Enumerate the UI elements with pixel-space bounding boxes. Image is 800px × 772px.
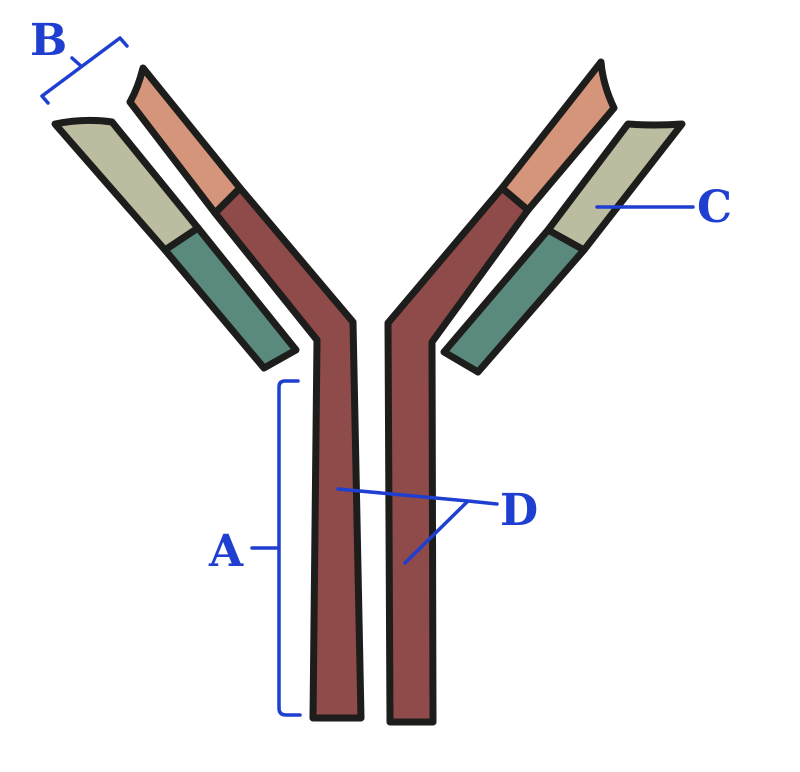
- light-chain-left: [51, 116, 300, 372]
- heavy-chain-right-constant: [384, 184, 532, 726]
- annotations: A B C D: [30, 15, 732, 717]
- label-a: A: [208, 526, 244, 577]
- heavy-chain-left: [126, 64, 365, 722]
- heavy-chain-right-variable: [498, 58, 618, 214]
- label-b-bracket: [40, 36, 129, 105]
- label-d-pointer: [336, 487, 499, 565]
- light-chain-right: [440, 120, 686, 376]
- label-a-bracket: [250, 379, 302, 717]
- light-chain-left-variable: [51, 116, 202, 254]
- heavy-chain-left-variable: [126, 64, 244, 217]
- heavy-chain-right-divider: [499, 185, 531, 213]
- light-chain-left-divider: [162, 225, 201, 253]
- heavy-chain-left-constant: [211, 184, 365, 722]
- light-chain-right-divider: [545, 227, 587, 253]
- light-chain-right-variable: [544, 120, 686, 254]
- heavy-chain-right: [384, 58, 618, 726]
- heavy-chain-left-divider: [212, 185, 243, 216]
- label-c: C: [697, 182, 732, 233]
- label-b: B: [30, 15, 67, 66]
- label-d: D: [500, 485, 538, 536]
